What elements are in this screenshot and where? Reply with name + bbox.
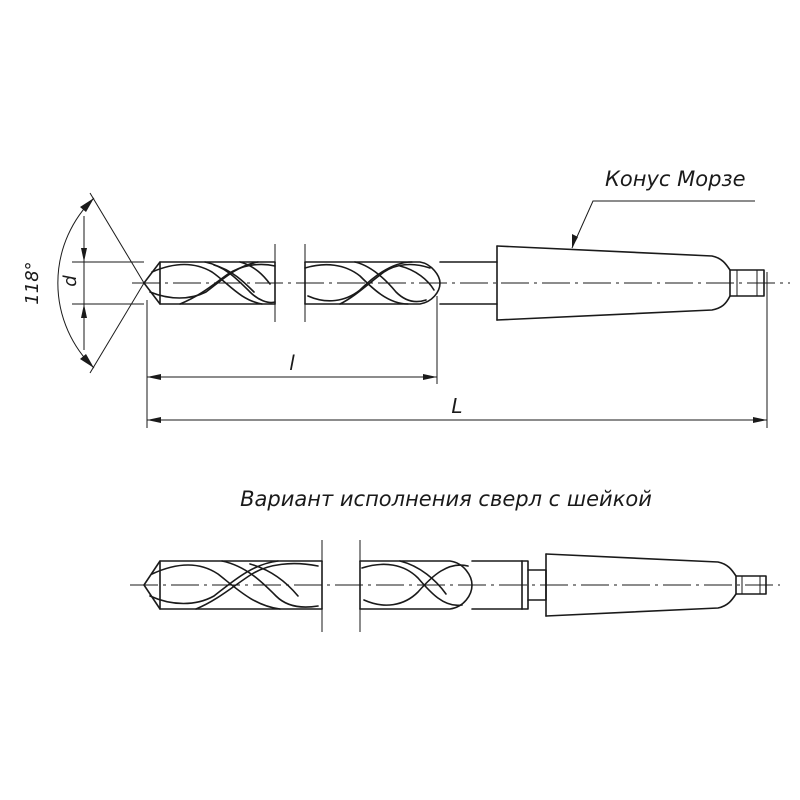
drill-body-right — [304, 261, 498, 305]
morse-taper-shank — [496, 245, 765, 321]
angle-label: 118° — [22, 261, 43, 304]
total-length-dimension: L — [147, 272, 768, 428]
break-marks-variant — [321, 540, 361, 632]
variant-body-right — [359, 560, 523, 610]
variant-morse-taper-shank — [545, 553, 767, 617]
drill-variant-view — [130, 540, 780, 632]
drill-main-view: 118° d l L — [22, 167, 790, 428]
variant-body-left — [143, 560, 323, 610]
angle-dimension: 118° — [22, 192, 145, 374]
diameter-label: d — [60, 275, 81, 287]
total-length-label: L — [451, 394, 462, 418]
morse-taper-leader: Конус Морзе — [571, 167, 755, 249]
variant-caption: Вариант исполнения сверл с шейкой — [240, 487, 652, 511]
diameter-dimension: d — [60, 216, 144, 350]
flute-length-label: l — [289, 351, 295, 375]
drill-body-left — [143, 261, 276, 305]
flute-length-dimension: l — [146, 296, 438, 428]
break-marks-top — [274, 244, 306, 322]
morse-taper-label: Конус Морзе — [605, 167, 746, 191]
